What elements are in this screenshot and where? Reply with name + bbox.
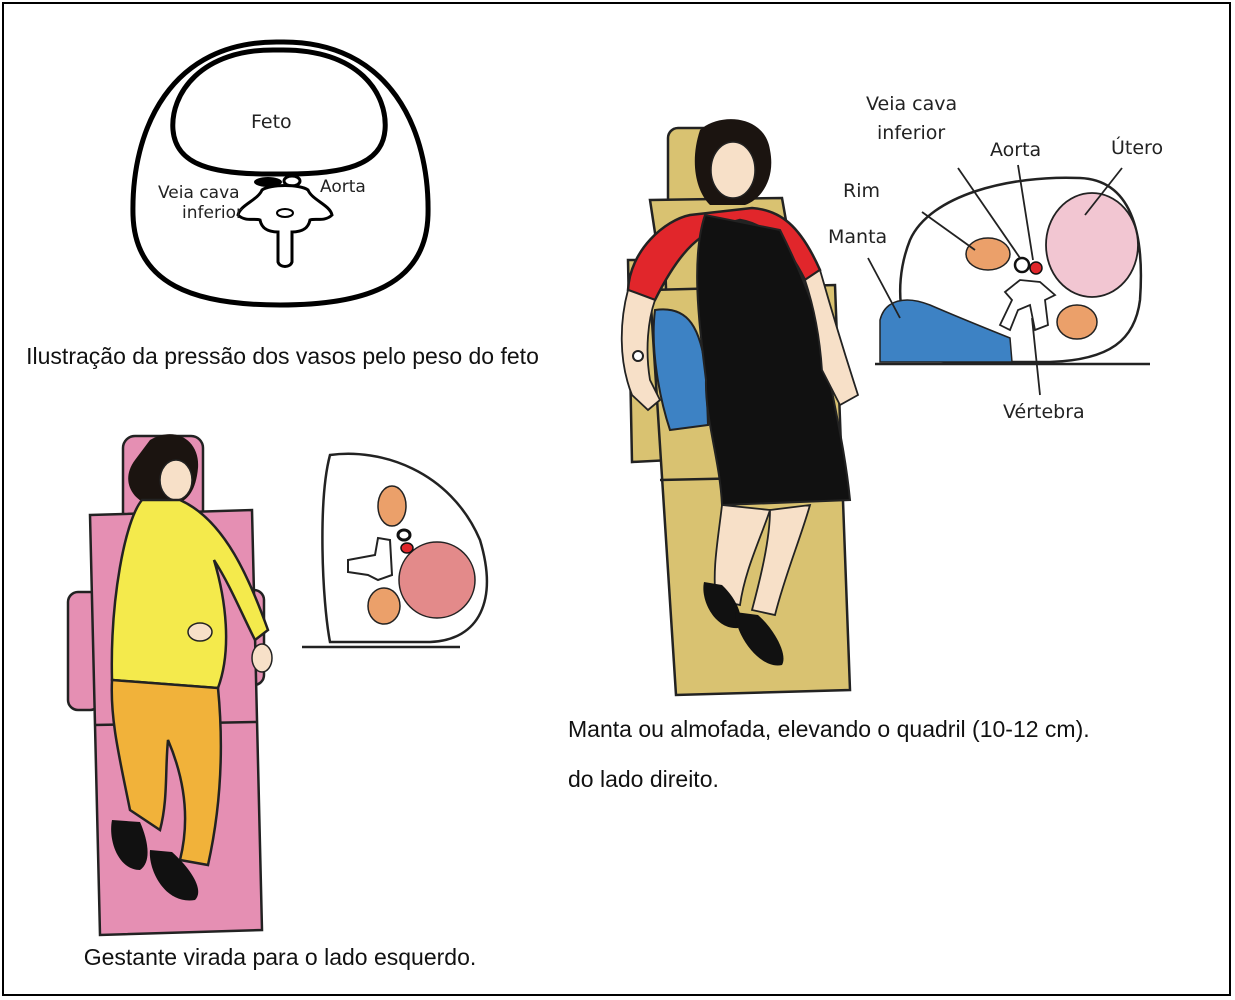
woman-face [160,460,192,500]
fetus-label: Feto [251,111,292,133]
kidney-shape-2 [1057,305,1097,339]
woman2-face [711,142,755,198]
vena-cava-label-line1-2: Veia cava [866,93,957,115]
hip-elevation-caption-line2: do lado direito. [568,766,719,793]
left-hand [188,623,212,641]
aorta-label: Aorta [320,177,366,197]
vertebra-label: Vértebra [1003,401,1085,423]
kidney-shape [966,238,1010,270]
vena-cava-label-line2: inferior [182,203,243,223]
blanket-label: Manta [828,226,887,248]
vena-cava-shape-2 [1015,258,1029,272]
left-tilt-illustration [68,434,487,935]
fetal-pressure-caption: Ilustração da pressão dos vasos pelo pes… [20,340,545,372]
vena-cava-label-line2-2: inferior [877,122,945,144]
kidney-label: Rim [843,180,880,202]
vena-cava-label-line1: Veia cava [158,183,240,203]
left-tilt-caption: Gestante virada para o lado esquerdo. [20,944,540,971]
uterus-shape [1046,193,1138,297]
hip-elevation-illustration: Veia cava inferior Aorta Útero Rim Manta… [622,93,1163,695]
fetal-pressure-diagram: Feto Veia cava inferior Aorta [133,42,428,305]
aorta-label-2: Aorta [990,139,1041,161]
right-hand [252,644,272,672]
aorta-shape-2 [1030,262,1042,274]
hip-elevation-caption-line1: Manta ou almofada, elevando o quadril (1… [568,716,1090,743]
left-tilt-cross-section [302,454,487,647]
uterus-label: Útero [1111,135,1163,159]
wristwatch [633,351,643,361]
hip-elevation-cross-section: Veia cava inferior Aorta Útero Rim Manta… [828,93,1163,423]
